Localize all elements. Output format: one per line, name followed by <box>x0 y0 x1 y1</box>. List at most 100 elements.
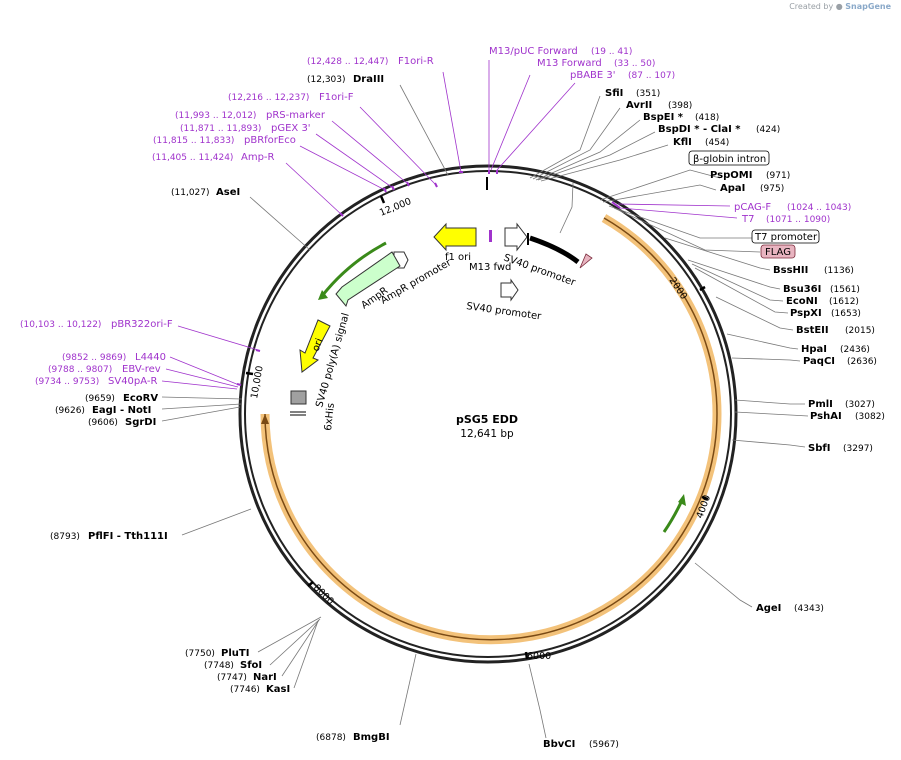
enzyme-label-bspdi-clai: BspDI * - ClaI * <box>658 124 741 135</box>
enzyme-leader-lines <box>161 84 809 739</box>
leader-pluti <box>257 616 322 653</box>
enzyme-pos-sbfi: (3297) <box>843 444 873 454</box>
feature-label-ori: ori <box>311 337 326 353</box>
primer-pos-m13-puc-forward: (19 .. 41) <box>591 47 632 57</box>
primer-label-pcag-f: pCAG-F <box>734 202 771 213</box>
enzyme-label-hpai: HpaI <box>801 344 827 355</box>
primer-label-pbr322ori-f: pBR322ori-F <box>111 319 173 330</box>
primer-leader-pgex <box>315 133 394 189</box>
leader-bspei <box>535 119 641 181</box>
enzyme-pos-bsu36i: (1561) <box>830 285 860 295</box>
leader-nari <box>281 619 320 677</box>
enzyme-pos-bsshii: (1136) <box>824 266 854 276</box>
enzyme-label-bsu36i: Bsu36I <box>783 284 821 295</box>
ori-arrow <box>299 319 331 373</box>
enzyme-label-sgrdi: SgrDI <box>125 417 156 428</box>
enzyme-pos-eagi-noti: (9626) <box>55 406 85 416</box>
snapgene-credit: Created by ● SnapGene <box>789 2 891 11</box>
enzyme-pos-bmgbi: (6878) <box>316 733 346 743</box>
primer-pos-pbabe-3: (87 .. 107) <box>628 71 675 81</box>
leader-pflfi <box>181 508 252 536</box>
primer-leader-ebv <box>165 368 239 388</box>
primer-pos-t7: (1071 .. 1090) <box>766 215 830 225</box>
plasmid-name: pSG5 EDD <box>456 413 518 426</box>
leader-bmgbi <box>399 653 417 726</box>
flag-mark <box>579 253 593 269</box>
credit-brand: SnapGene <box>845 2 891 11</box>
t7-promoter-label: T7 promoter <box>754 232 818 243</box>
enzyme-label-avrii: AvrII <box>626 100 652 111</box>
feature-label-sv40-promoter-2: SV40 promoter <box>466 301 543 323</box>
enzyme-pos-sfii: (351) <box>636 89 660 99</box>
tick-mark-12000 <box>379 195 386 204</box>
enzyme-label-sfoi: SfoI <box>240 660 262 671</box>
primer-pos-pgex-3: (11,871 .. 11,893) <box>180 124 261 134</box>
primer-leader-lines <box>161 60 738 390</box>
primer-label-pbrforeco: pBRforEco <box>244 135 296 146</box>
credit-prefix: Created by <box>789 2 834 11</box>
leader-hpai <box>726 333 799 350</box>
sv40-promoter-arrow-1 <box>504 222 528 252</box>
enzyme-label-draiii: DraIII <box>353 74 384 85</box>
primer-leader-pbrforeco <box>299 145 386 191</box>
enzyme-pos-paqci: (2636) <box>847 357 877 367</box>
primer-pos-pbrforeco: (11,815 .. 11,833) <box>153 136 234 146</box>
tick-label-8000: 8000 <box>311 582 336 607</box>
enzyme-label-asei: AseI <box>216 187 240 198</box>
leader-pspomi <box>599 169 721 201</box>
flag-box <box>760 244 796 259</box>
primer-pos-prs-marker: (11,993 .. 12,012) <box>175 111 256 121</box>
enzyme-label-kasi: KasI <box>266 684 290 695</box>
sv40-promoter-arrow-2 <box>500 278 519 302</box>
m13-fwd-mark <box>489 230 492 242</box>
primer-label-ebv-rev: EBV-rev <box>122 364 161 375</box>
primer-pos-sv40pa-r: (9734 .. 9753) <box>35 377 99 387</box>
enzyme-pos-bbvci: (5967) <box>589 740 619 750</box>
t7-promoter-box <box>751 229 820 244</box>
enzyme-pos-nari: (7747) <box>217 673 247 683</box>
tick-mark-4000 <box>701 495 709 501</box>
primer-leader-pcag <box>617 203 731 207</box>
sv40-black-arc <box>529 235 580 264</box>
enzyme-label-pmli: PmlI <box>808 399 833 410</box>
enzyme-pos-bspdi-clai: (424) <box>756 125 780 135</box>
orf-arc-line <box>264 217 718 641</box>
enzyme-pos-apai: (975) <box>760 184 784 194</box>
leader-flag <box>613 207 761 253</box>
tick-label-6000: 6000 <box>527 651 551 662</box>
enzyme-label-pspomi: PspOMI <box>710 170 752 181</box>
tick-label-10000: 10,000 <box>249 365 266 400</box>
primer-pos-ebv-rev: (9788 .. 9807) <box>48 365 112 375</box>
primer-pos-f1ori-f: (12,216 .. 12,237) <box>228 93 309 103</box>
leader-bspdi <box>537 131 656 181</box>
flag-label: FLAG <box>765 247 791 258</box>
enzyme-label-kfli: KflI <box>673 137 692 148</box>
beta-globin-intron-box <box>688 150 770 166</box>
feature-label-m13-fwd: M13 fwd <box>469 262 511 273</box>
enzyme-pos-pshai: (3082) <box>855 412 885 422</box>
green-arc-2 <box>662 497 685 533</box>
leader-agei <box>694 562 753 608</box>
leader-ecorv <box>161 396 243 400</box>
enzyme-pos-pflfi: (8793) <box>50 532 80 542</box>
leader-bsteii <box>715 296 794 331</box>
leader-draiii <box>399 84 449 176</box>
f1-ori-arrow <box>433 222 477 252</box>
primer-label-amp-r: Amp-R <box>241 152 275 163</box>
enzyme-pos-bspei: (418) <box>695 113 719 123</box>
leader-eagi <box>161 403 242 410</box>
leader-pspxi <box>694 267 789 314</box>
enzyme-label-bbvci: BbvCI <box>543 739 575 750</box>
orf-arrowhead <box>261 414 269 424</box>
enzyme-pos-ecorv: (9659) <box>85 394 115 404</box>
leader-t7-promoter <box>608 205 760 239</box>
enzyme-pos-sgrdi: (9606) <box>88 418 118 428</box>
primer-label-l4440: L4440 <box>135 352 166 363</box>
leader-kfli <box>540 144 669 182</box>
tick-mark-8000 <box>307 581 314 587</box>
enzyme-pos-bsteii: (2015) <box>845 326 875 336</box>
enzyme-label-sbfi: SbfI <box>808 443 830 454</box>
enzyme-label-pspxi: PspXI <box>790 308 822 319</box>
primer-label-f1ori-f: F1ori-F <box>319 92 354 103</box>
